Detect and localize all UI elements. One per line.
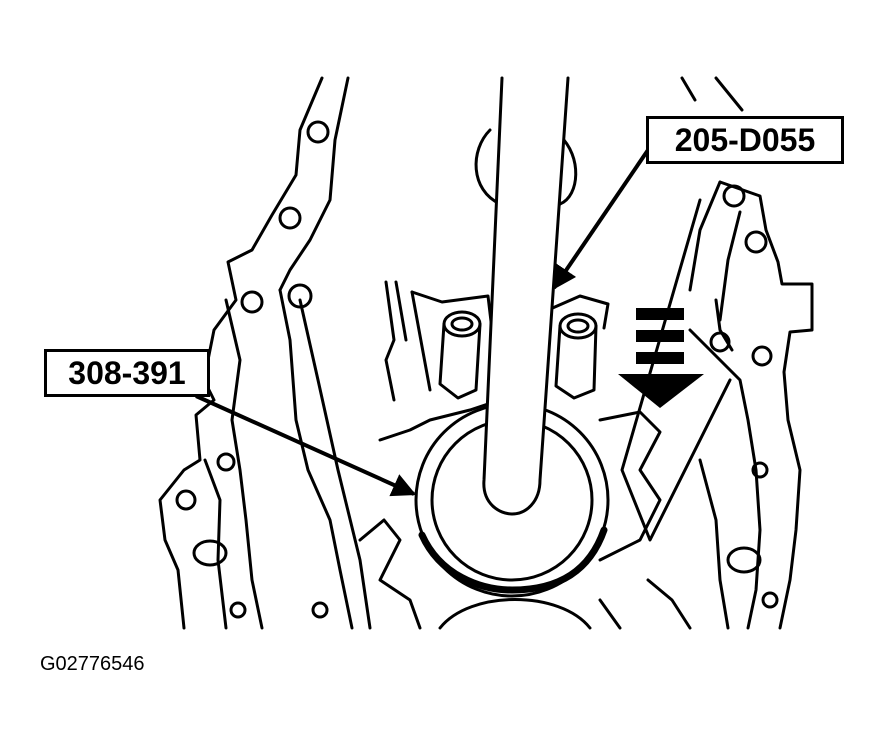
handle-205-D055 bbox=[482, 76, 570, 516]
callout-308-391-text: 308-391 bbox=[68, 355, 186, 391]
leader-line-308-391 bbox=[195, 394, 417, 497]
downward-force-arrow-icon bbox=[618, 308, 704, 408]
alignment-rod bbox=[620, 198, 732, 542]
housing-bolt-holes-right bbox=[709, 184, 779, 609]
dowel-post-left bbox=[410, 290, 494, 400]
callout-308-391: 308-391 bbox=[44, 349, 210, 397]
dowel-post-right bbox=[546, 294, 610, 400]
leader-line-205-D055 bbox=[552, 148, 650, 290]
crankcase-webbing bbox=[358, 280, 692, 630]
housing-right-outline bbox=[680, 76, 814, 630]
housing-bolt-holes-left bbox=[175, 120, 330, 619]
callout-205-D055: 205-D055 bbox=[646, 116, 844, 164]
callout-205-D055-text: 205-D055 bbox=[674, 122, 816, 158]
figure-reference-id: G02776546 bbox=[40, 653, 145, 675]
